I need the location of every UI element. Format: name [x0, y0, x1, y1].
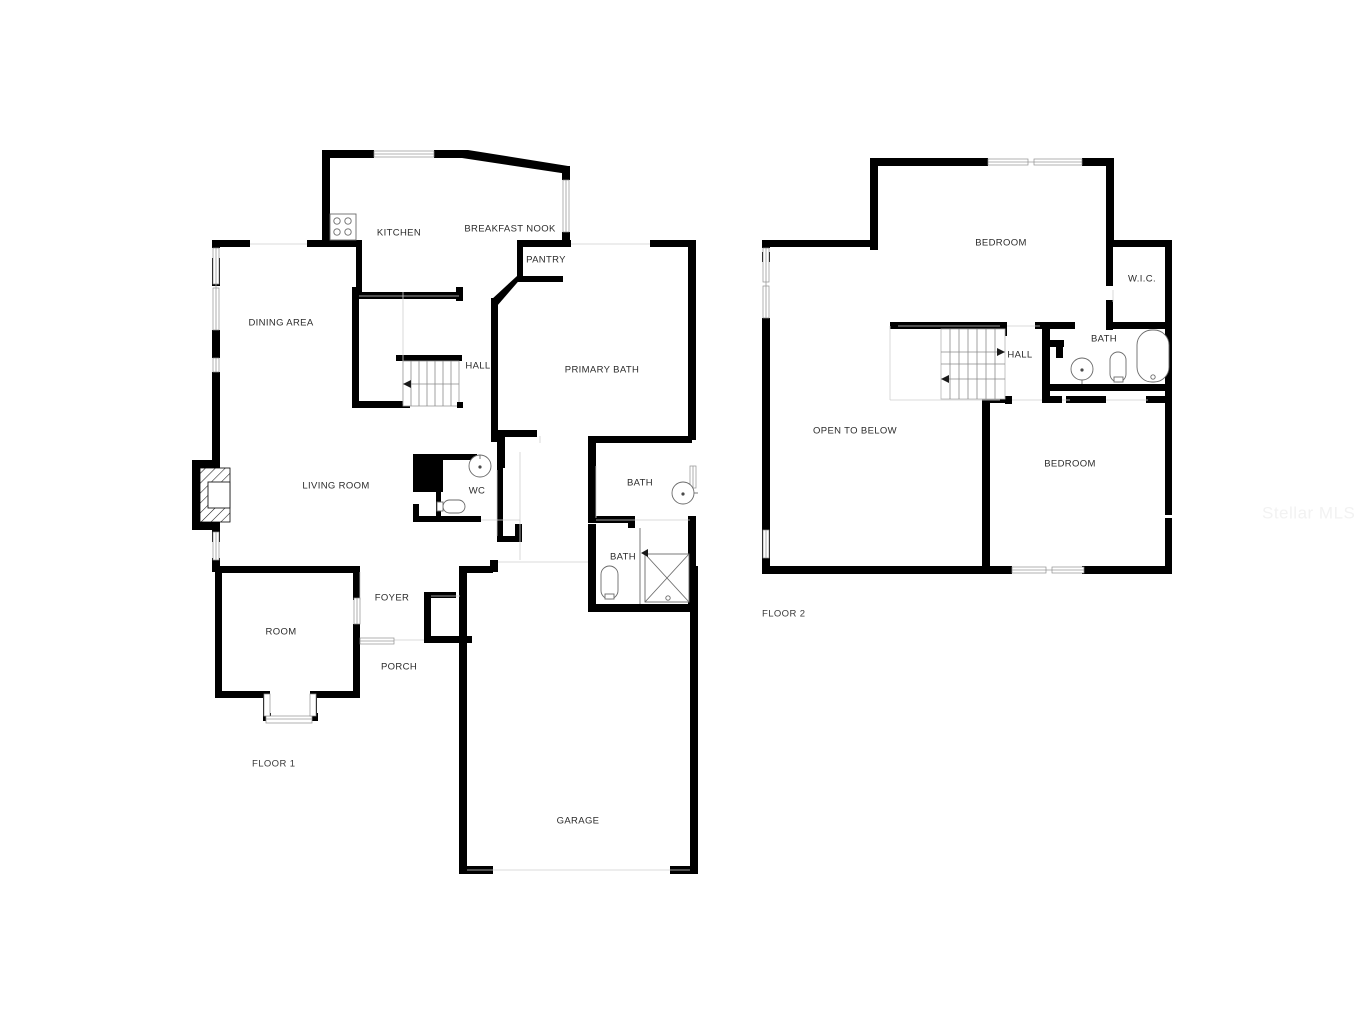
- window-room-bay: [263, 693, 317, 724]
- floor-caption-1: FLOOR 1: [252, 759, 295, 770]
- floor1-windows: [212, 150, 697, 724]
- floor-caption-2: FLOOR 2: [762, 609, 805, 620]
- floor2-walls: [762, 158, 1172, 574]
- window-open-to-below-left: [762, 247, 770, 319]
- staircase-down-floor2: [940, 328, 1006, 400]
- floor-2-plan: BEDROOM W.I.C. BATH HALL OPEN TO BELOW B…: [762, 158, 1172, 620]
- window-bath-right: [689, 465, 697, 489]
- room-label-kitchen: KITCHEN: [377, 228, 421, 239]
- window-bedroom-upper: [987, 158, 1083, 166]
- toilet-icon: [1109, 351, 1127, 383]
- window-living-left: [212, 531, 220, 561]
- room-label-bath-floor2: BATH: [1091, 334, 1117, 345]
- floor1-walls: [192, 150, 698, 874]
- room-label-porch: PORCH: [381, 662, 417, 673]
- bath-lower-fixtures: [600, 528, 690, 604]
- room-label-bedroom-lower: BEDROOM: [1044, 459, 1096, 470]
- room-label-breakfast-nook: BREAKFAST NOOK: [464, 224, 556, 235]
- room-label-room: ROOM: [266, 627, 297, 638]
- room-label-open-to-below: OPEN TO BELOW: [813, 426, 897, 437]
- floor2-windows: [762, 158, 1085, 574]
- floor2-thin-lines: [889, 290, 1148, 401]
- window-bedroom-lower: [1011, 566, 1085, 574]
- staircase-up-floor1: [402, 360, 462, 407]
- watermark-stellar-mls: Stellar MLS: [1262, 503, 1355, 522]
- room-label-living-room: LIVING ROOM: [302, 481, 369, 492]
- room-label-garage: GARAGE: [557, 816, 600, 827]
- room-label-pantry: PANTRY: [526, 255, 566, 266]
- bathtub-icon: [1136, 329, 1170, 383]
- window-dining-left: [212, 247, 220, 373]
- room-label-hall-floor1: HALL: [465, 361, 490, 372]
- fireplace-icon: [199, 467, 231, 523]
- room-label-wc: WC: [469, 486, 486, 497]
- room-label-bath-upper: BATH: [627, 478, 653, 489]
- floor2-bath-fixtures: [1070, 329, 1170, 384]
- room-label-foyer: FOYER: [375, 593, 409, 604]
- window-room-right-vert: [353, 597, 361, 625]
- room-label-dining-area: DINING AREA: [248, 318, 313, 329]
- room-label-hall-floor2: HALL: [1007, 350, 1032, 361]
- sink-icon: [468, 454, 492, 478]
- sink-icon: [1070, 357, 1094, 384]
- floor-1-plan: KITCHEN BREAKFAST NOOK PANTRY DINING ARE…: [192, 150, 698, 874]
- toilet-icon: [600, 565, 619, 600]
- shower-icon: [639, 528, 690, 604]
- bath-upper-fixtures: [671, 481, 698, 505]
- room-label-primary-bath: PRIMARY BATH: [565, 365, 639, 376]
- toilet-icon: [436, 499, 466, 514]
- floor1-thin-lines: [250, 243, 690, 871]
- room-label-bedroom-upper: BEDROOM: [975, 238, 1027, 249]
- window-room-right: [359, 637, 395, 645]
- cooktop-4-burner-icon: [329, 213, 357, 241]
- room-label-wic: W.I.C.: [1128, 274, 1156, 285]
- room-label-bath-lower: BATH: [610, 552, 636, 563]
- wc-fixtures: [413, 454, 492, 516]
- window-kitchen-top: [373, 150, 435, 158]
- window-open-to-below-left-lower: [762, 529, 770, 559]
- window-breakfast-nook: [562, 179, 570, 233]
